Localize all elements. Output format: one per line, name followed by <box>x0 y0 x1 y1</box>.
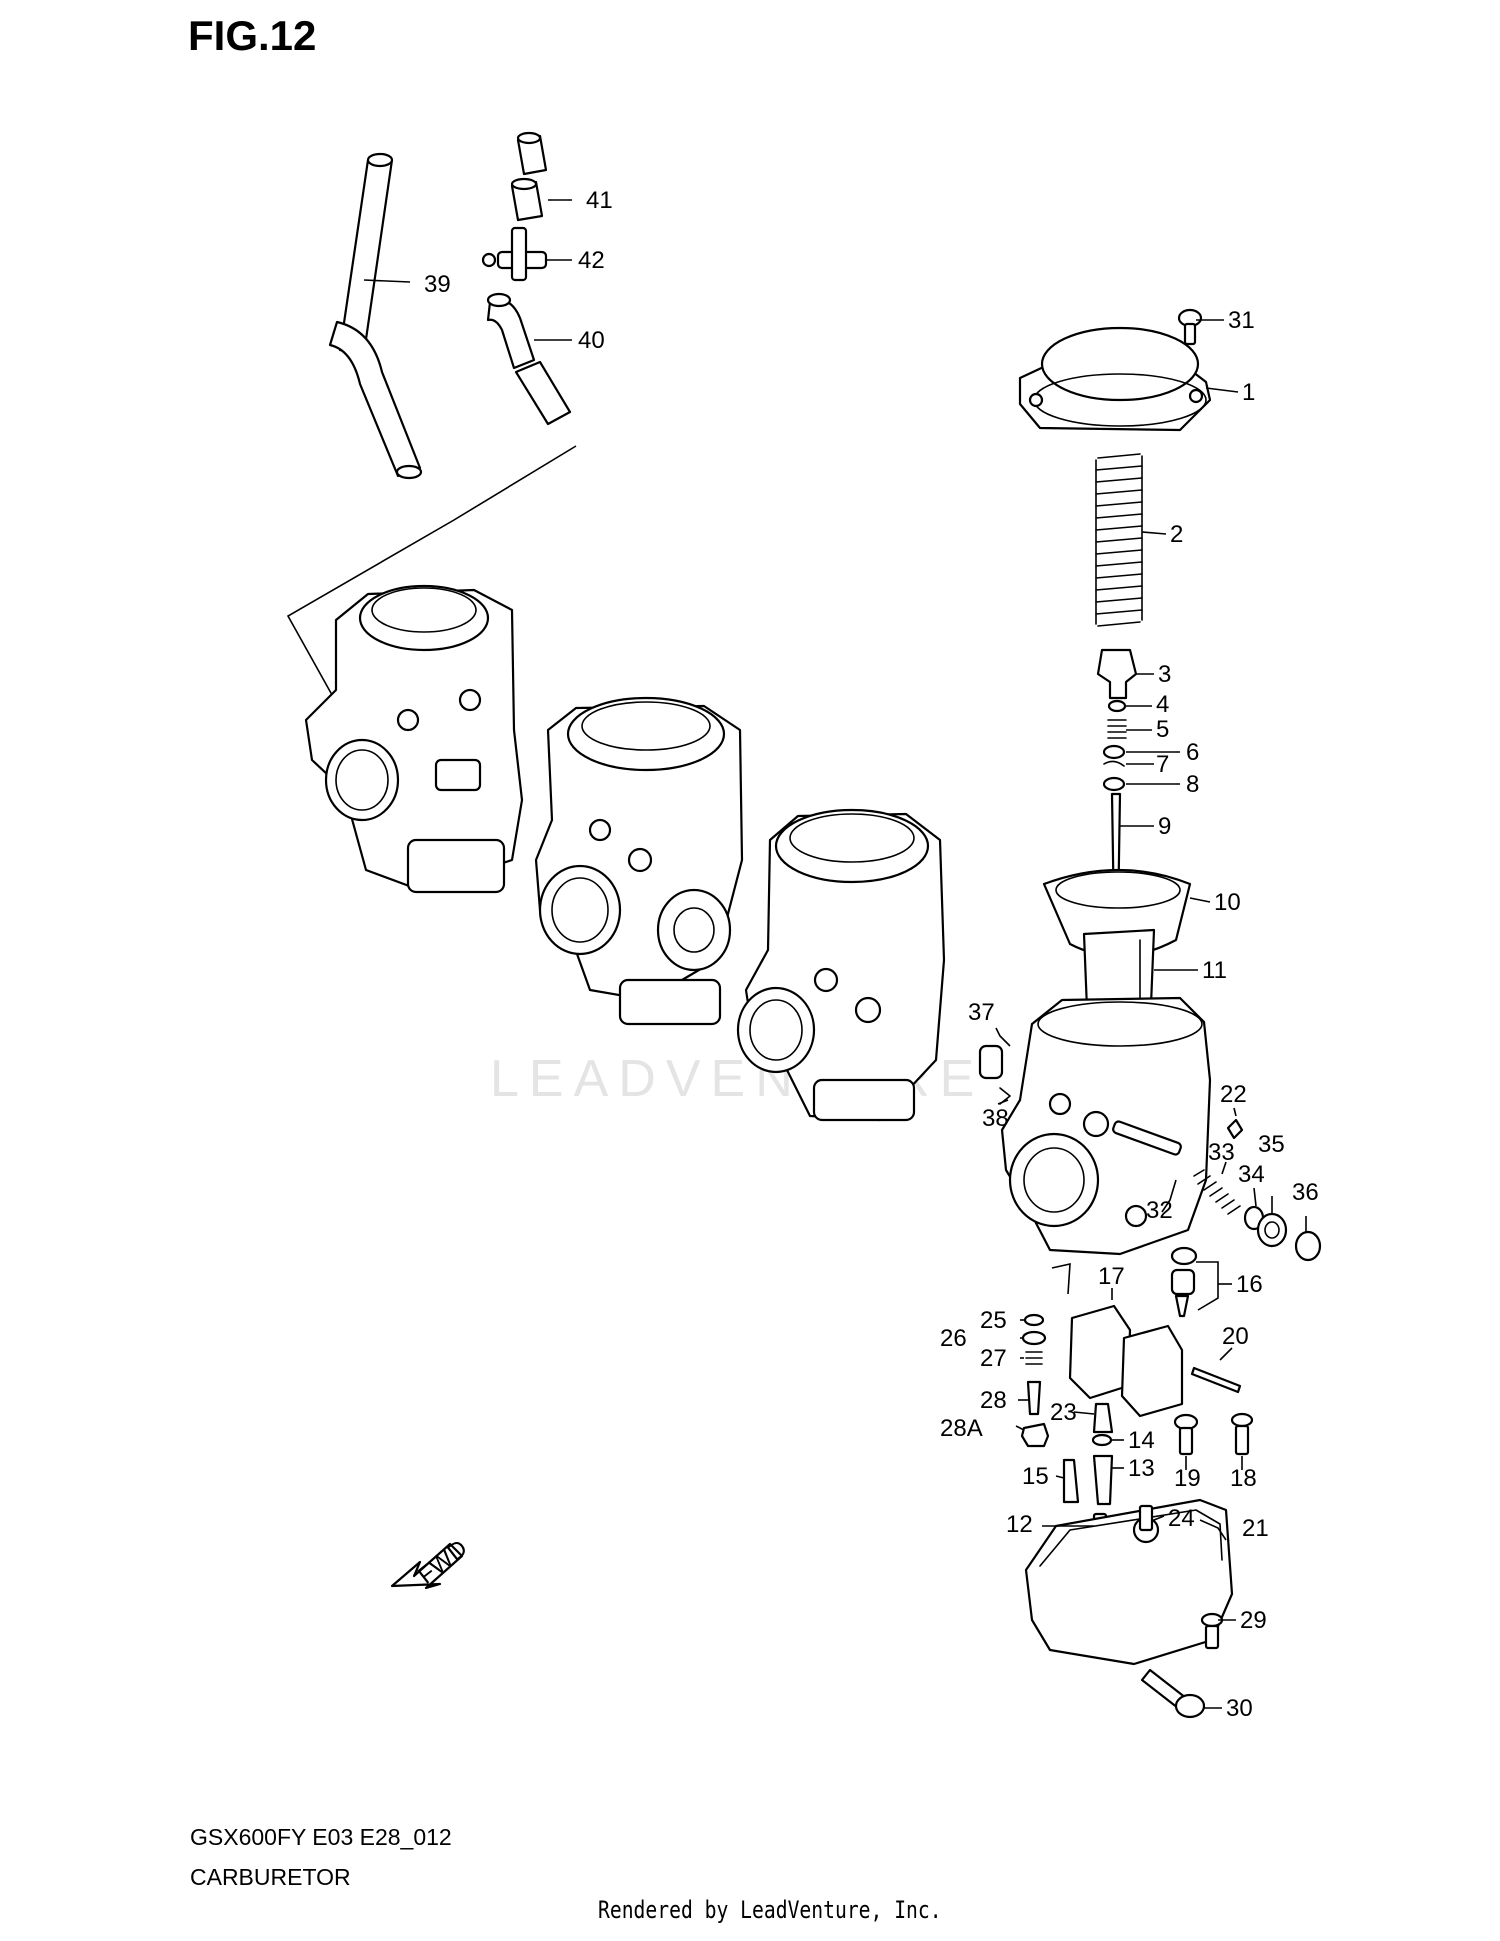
callout-3: 3 <box>1158 661 1171 688</box>
leader-lines <box>363 199 1307 1709</box>
callout-5: 5 <box>1156 716 1169 743</box>
callout-15: 15 <box>1022 1463 1049 1490</box>
render-credit: Rendered by LeadVenture, Inc. <box>598 1896 942 1924</box>
callout-2: 2 <box>1170 521 1183 548</box>
callout-33: 33 <box>1208 1139 1235 1166</box>
callout-27: 27 <box>980 1345 1007 1372</box>
diagram-name: CARBURETOR <box>190 1864 351 1890</box>
spring-2 <box>1095 453 1143 627</box>
callout-20: 20 <box>1222 1323 1249 1350</box>
hose-40 <box>486 292 572 426</box>
callout-14: 14 <box>1128 1427 1155 1454</box>
callout-21: 21 <box>1242 1515 1269 1542</box>
callout-29: 29 <box>1240 1607 1267 1634</box>
callout-30: 30 <box>1226 1695 1253 1722</box>
spring-33 <box>1193 1169 1241 1215</box>
callout-32: 32 <box>1146 1197 1173 1224</box>
callout-9: 9 <box>1158 813 1171 840</box>
callout-34: 34 <box>1238 1161 1265 1188</box>
model-code: GSX600FY E03 E28_012 <box>190 1824 452 1850</box>
callout-39: 39 <box>424 271 451 298</box>
callout-38: 38 <box>982 1105 1009 1132</box>
callout-40: 40 <box>578 327 605 354</box>
callout-28A: 28A <box>940 1415 983 1442</box>
plunger-35 <box>1256 1212 1288 1248</box>
figure-title: FIG.12 <box>188 12 317 59</box>
callout-labels: 1 2 3 4 5 6 7 8 9 10 11 12 13 14 15 16 1… <box>424 187 1319 1722</box>
callout-19: 19 <box>1174 1465 1201 1492</box>
carburetor-right <box>736 808 946 1122</box>
fwd-label: FWD <box>413 1535 473 1590</box>
callout-11: 11 <box>1202 957 1227 984</box>
needle-holder-3 <box>1096 648 1138 700</box>
callout-8: 8 <box>1186 771 1199 798</box>
top-cap-1 <box>1018 326 1212 432</box>
callout-28: 28 <box>980 1387 1007 1414</box>
jets-12-15-23 <box>1062 1402 1114 1532</box>
callout-4: 4 <box>1156 691 1169 718</box>
callout-7: 7 <box>1156 751 1169 778</box>
callout-23: 23 <box>1050 1399 1077 1426</box>
callout-6: 6 <box>1186 739 1199 766</box>
callout-13: 13 <box>1128 1455 1155 1482</box>
callout-36: 36 <box>1292 1179 1319 1206</box>
callout-18: 18 <box>1230 1465 1257 1492</box>
screws-18-19 <box>1173 1412 1254 1456</box>
callout-16: 16 <box>1236 1271 1263 1298</box>
callout-17: 17 <box>1098 1263 1125 1290</box>
callout-1: 1 <box>1242 379 1255 406</box>
needle-valve-16 <box>1170 1246 1198 1318</box>
small-parts-25-28A <box>1020 1313 1050 1448</box>
screw-22 <box>1226 1118 1244 1140</box>
carb-body <box>1000 996 1212 1256</box>
callout-10: 10 <box>1214 889 1241 916</box>
callout-41: 41 <box>586 187 613 214</box>
screw-31 <box>1177 308 1203 346</box>
drain-screw-30 <box>1140 1668 1206 1719</box>
float-17 <box>1068 1304 1184 1418</box>
callout-12: 12 <box>1006 1511 1033 1538</box>
callout-35: 35 <box>1258 1131 1285 1158</box>
pin-20 <box>1190 1366 1242 1394</box>
carburetor-center <box>534 696 744 1026</box>
small-parts-4-8 <box>1102 699 1127 792</box>
screw-29 <box>1200 1612 1224 1650</box>
carburetor-left <box>304 584 524 894</box>
float-chamber-21 <box>1024 1498 1234 1666</box>
callout-22: 22 <box>1220 1081 1247 1108</box>
callout-26: 26 <box>940 1325 967 1352</box>
callout-42: 42 <box>578 247 605 274</box>
callout-37: 37 <box>968 999 995 1026</box>
callout-31: 31 <box>1228 307 1255 334</box>
hose-39 <box>328 152 423 480</box>
cap-36 <box>1294 1230 1322 1262</box>
fwd-arrow-icon: FWD <box>390 1535 473 1590</box>
cap-37 <box>978 1044 1004 1080</box>
callout-25: 25 <box>980 1307 1007 1334</box>
callout-24: 24 <box>1168 1505 1195 1532</box>
joint-42 <box>481 226 548 282</box>
tube-41 <box>510 131 548 222</box>
